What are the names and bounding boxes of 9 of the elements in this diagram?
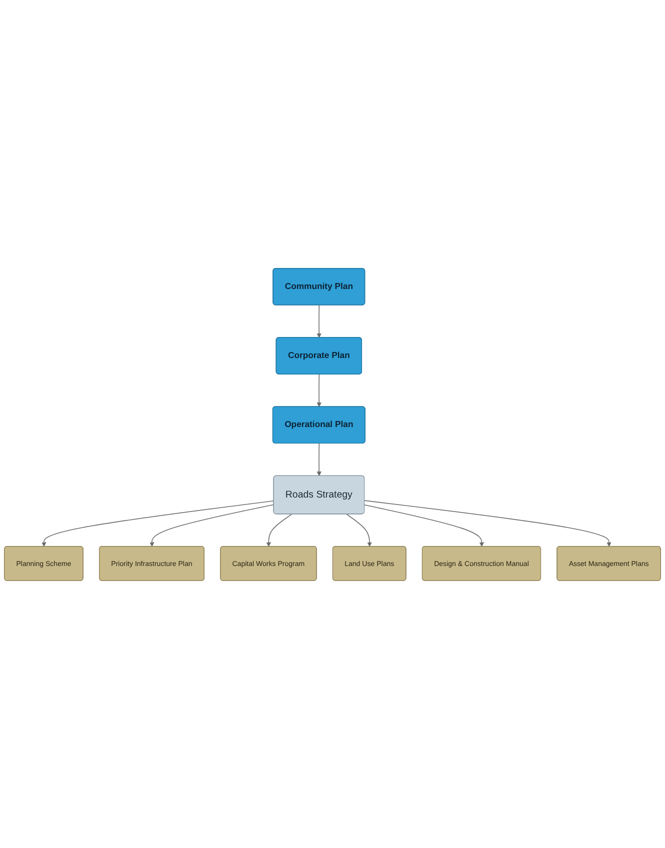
arrow	[316, 374, 322, 407]
arrow	[364, 504, 484, 546]
arrow	[42, 500, 274, 546]
arrow	[150, 504, 274, 546]
arrow	[364, 500, 612, 546]
arrow	[316, 304, 322, 338]
arrow	[266, 513, 292, 546]
arrow	[346, 513, 372, 546]
arrow	[316, 442, 322, 476]
